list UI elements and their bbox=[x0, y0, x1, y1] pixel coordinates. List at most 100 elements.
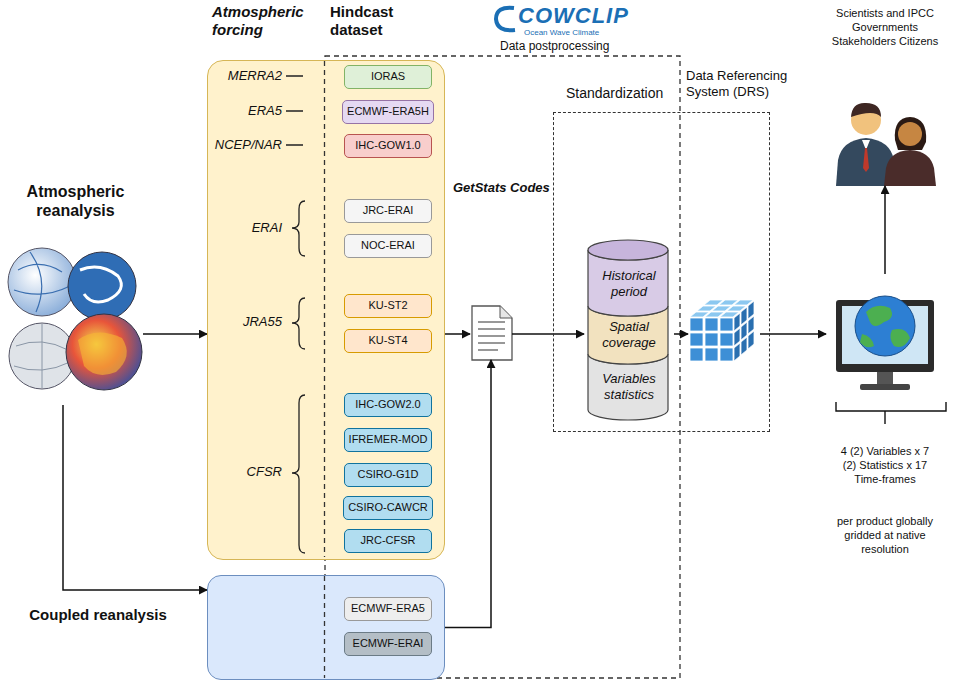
person-body bbox=[884, 150, 936, 186]
cube-cell bbox=[741, 337, 747, 355]
hindcast-box: ECMWF-ERA5 bbox=[344, 597, 432, 621]
hindcast-box: KU-ST2 bbox=[344, 294, 432, 318]
coupled-panel: Coupled reanalysisECMWF-ERA5ECMWF-ERAI bbox=[207, 575, 445, 680]
node-text: ECMWF-ERA5 bbox=[351, 602, 425, 615]
hindcast-box: KU-ST4 bbox=[344, 329, 432, 353]
cube-cell bbox=[705, 318, 718, 331]
globe bbox=[68, 252, 136, 320]
hindcast-box: IHC-GOW1.0 bbox=[344, 134, 432, 158]
cube-cell bbox=[734, 343, 740, 361]
hindcast-box: IFREMER-MOD bbox=[344, 428, 433, 452]
document-lines bbox=[478, 322, 505, 350]
data-cube-icon bbox=[690, 300, 754, 361]
hindcast-box: CSIRO-CAWCR bbox=[343, 496, 433, 520]
node-text: Standardization bbox=[566, 85, 663, 102]
cube-cell bbox=[720, 348, 733, 361]
node-text: Coupled reanalysis bbox=[8, 606, 188, 624]
computer-icon bbox=[836, 296, 934, 390]
forcing-label: ERAI bbox=[202, 220, 282, 235]
document-outline bbox=[472, 306, 512, 360]
node-text: 4 (2) Variables x 7 (2) Statistics x 17 … bbox=[835, 444, 935, 486]
hindcast-box: IHC-GOW2.0 bbox=[344, 393, 432, 417]
logo-swoosh bbox=[496, 8, 515, 31]
computer-globe: 4 (2) Variables x 7 (2) Statistics x 17 … bbox=[826, 274, 944, 394]
node-text: IHC-GOW1.0 bbox=[355, 139, 420, 152]
node-text: CSIRO-G1D bbox=[357, 468, 418, 481]
hindcast-box: JRC-ERAI bbox=[344, 199, 432, 223]
forcing-panel: Atmospheric forcingHindcast datasetIORAS… bbox=[207, 60, 445, 560]
globe-illustration bbox=[8, 248, 142, 390]
code-document: GetStats Codes bbox=[470, 304, 512, 360]
node-text: Spatial coverage bbox=[584, 319, 674, 350]
monitor-base bbox=[860, 384, 910, 390]
cylinder-layer: Historical period bbox=[584, 261, 674, 307]
node-text: NOC-ERAI bbox=[361, 239, 415, 252]
panel-art bbox=[208, 576, 446, 681]
postprocessing-region-edge bbox=[324, 61, 325, 557]
postprocessing-region-edge bbox=[324, 576, 325, 678]
globe-lines bbox=[14, 252, 70, 312]
document-fold bbox=[500, 306, 512, 318]
reanalysis-illustration: Atmospheric reanalysis bbox=[8, 180, 143, 405]
node-text: Hindcast dataset bbox=[330, 3, 440, 39]
flow-arrow bbox=[143, 333, 207, 335]
node-text: Atmospheric forcing bbox=[212, 3, 322, 39]
flow-arrow bbox=[445, 360, 491, 628]
flow-arrow bbox=[884, 186, 886, 274]
node-text: Historical period bbox=[584, 268, 674, 299]
audience-people: Scientists and IPCC Governments Stakehol… bbox=[828, 98, 942, 186]
hindcast-box: IORAS bbox=[344, 65, 432, 89]
node-text: IFREMER-MOD bbox=[349, 433, 428, 446]
region-label: Data postprocessing bbox=[500, 39, 609, 53]
node-text: IORAS bbox=[371, 70, 405, 83]
node-text: ECMWF-ERAI bbox=[353, 637, 424, 650]
cowclip-logo bbox=[496, 8, 515, 31]
hindcast-box: ECMWF-ERA5H bbox=[342, 100, 434, 124]
globe-lines bbox=[14, 324, 70, 388]
forcing-label: ERA5 bbox=[202, 103, 282, 118]
cube-cell bbox=[705, 333, 718, 346]
node-text: JRC-ERAI bbox=[363, 204, 414, 217]
forcing-label: NCEP/NAR bbox=[202, 137, 282, 152]
cube-cell bbox=[720, 333, 733, 346]
globe bbox=[66, 314, 142, 390]
people-icon bbox=[836, 103, 936, 186]
cube-cell bbox=[720, 318, 733, 331]
person-head bbox=[898, 122, 922, 146]
hindcast-box: CSIRO-G1D bbox=[344, 463, 432, 487]
hindcast-box: JRC-CFSR bbox=[344, 529, 432, 553]
curly-brace bbox=[292, 395, 305, 553]
dash bbox=[286, 76, 303, 145]
person-tie bbox=[863, 148, 869, 172]
cube-cell bbox=[690, 348, 703, 361]
person-hair bbox=[851, 103, 881, 117]
globe bbox=[9, 323, 75, 389]
monitor-stand bbox=[877, 372, 893, 384]
curly-brace bbox=[292, 201, 305, 256]
node-text: KU-ST4 bbox=[368, 334, 407, 347]
logo-text: COWCLIP bbox=[518, 3, 629, 29]
forcing-label: JRA55 bbox=[202, 314, 282, 329]
standardization-box: StandardizationHistorical periodSpatial … bbox=[553, 112, 770, 432]
node-text: CSIRO-CAWCR bbox=[348, 501, 428, 514]
node-text: ECMWF-ERA5H bbox=[347, 105, 429, 118]
node-text: per product globally gridded at native r… bbox=[830, 514, 940, 556]
flow-arrow bbox=[445, 333, 470, 335]
node-text: Scientists and IPCC Governments Stakehol… bbox=[830, 6, 940, 48]
cube-cell bbox=[748, 331, 754, 349]
flow-arrow bbox=[674, 333, 688, 335]
globe-land bbox=[860, 306, 910, 348]
hindcast-box: NOC-ERAI bbox=[344, 234, 432, 258]
globe bbox=[855, 296, 915, 356]
forcing-label: CFSR bbox=[202, 464, 282, 479]
bracket bbox=[836, 402, 946, 424]
data-cube: Data Referencing System (DRS) bbox=[688, 297, 760, 371]
node-text: KU-ST2 bbox=[368, 299, 407, 312]
cylinder-layer: Spatial coverage bbox=[584, 313, 674, 357]
flow-arrow bbox=[63, 405, 207, 590]
cylinder-layer: Variables statistics bbox=[584, 363, 674, 411]
curly-brace bbox=[292, 298, 305, 349]
